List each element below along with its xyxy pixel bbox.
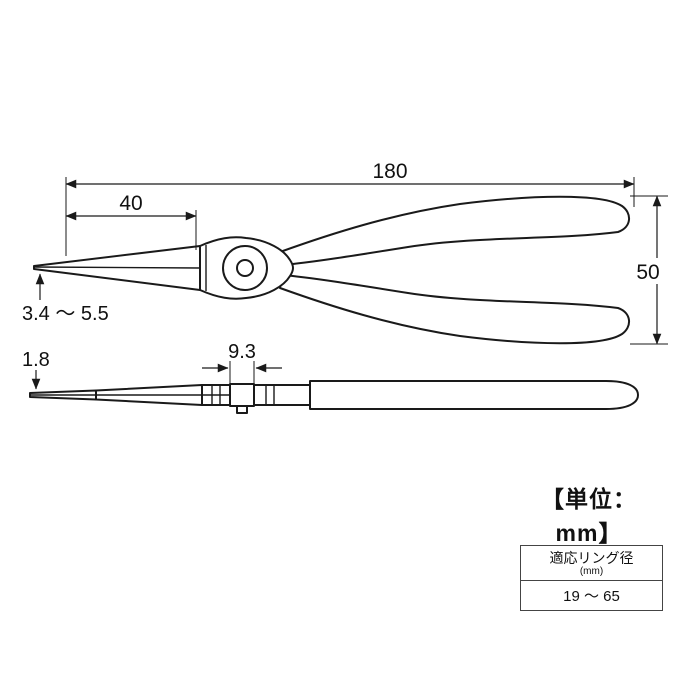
spec-table-value: 19 ～ 65 [563,587,620,605]
jaw-seam [33,266,201,269]
spec-table-title: 適応リング径 [549,550,634,566]
dim-tip-thickness: 1.8 [22,349,50,390]
dim-1-8-label: 1.8 [22,349,50,371]
dim-50-label: 50 [636,261,659,284]
joint-block [229,383,255,407]
spec-table: 適応リング径 (mm) 19 ～ 65 [520,545,663,611]
lower-handle [279,274,630,345]
screw-bump [236,405,248,414]
dim-tip-width-label: 3.4 ～ 5.5 [22,303,109,325]
dim-40-label: 40 [119,192,142,215]
dim-180-label: 180 [372,160,407,183]
dim-9-3-label: 9.3 [228,341,256,363]
upper-handle [279,195,630,266]
dim-tip-width: 3.4 ～ 5.5 [22,273,109,325]
handle-grip [309,380,639,410]
dim-joint-width: 9.3 [202,341,282,383]
label-backing [632,258,664,284]
unit-label: 【単位：mm】 [541,486,637,546]
dim-jaw-length: 40 [65,192,197,250]
pliers-side-view [33,195,630,345]
dim-handle-spread: 50 [630,195,668,345]
spec-table-unit: (mm) [579,566,604,578]
spec-table-header: 適応リング径 (mm) [521,546,662,581]
pivot-screw [236,259,254,277]
pliers-top-view [29,380,639,414]
